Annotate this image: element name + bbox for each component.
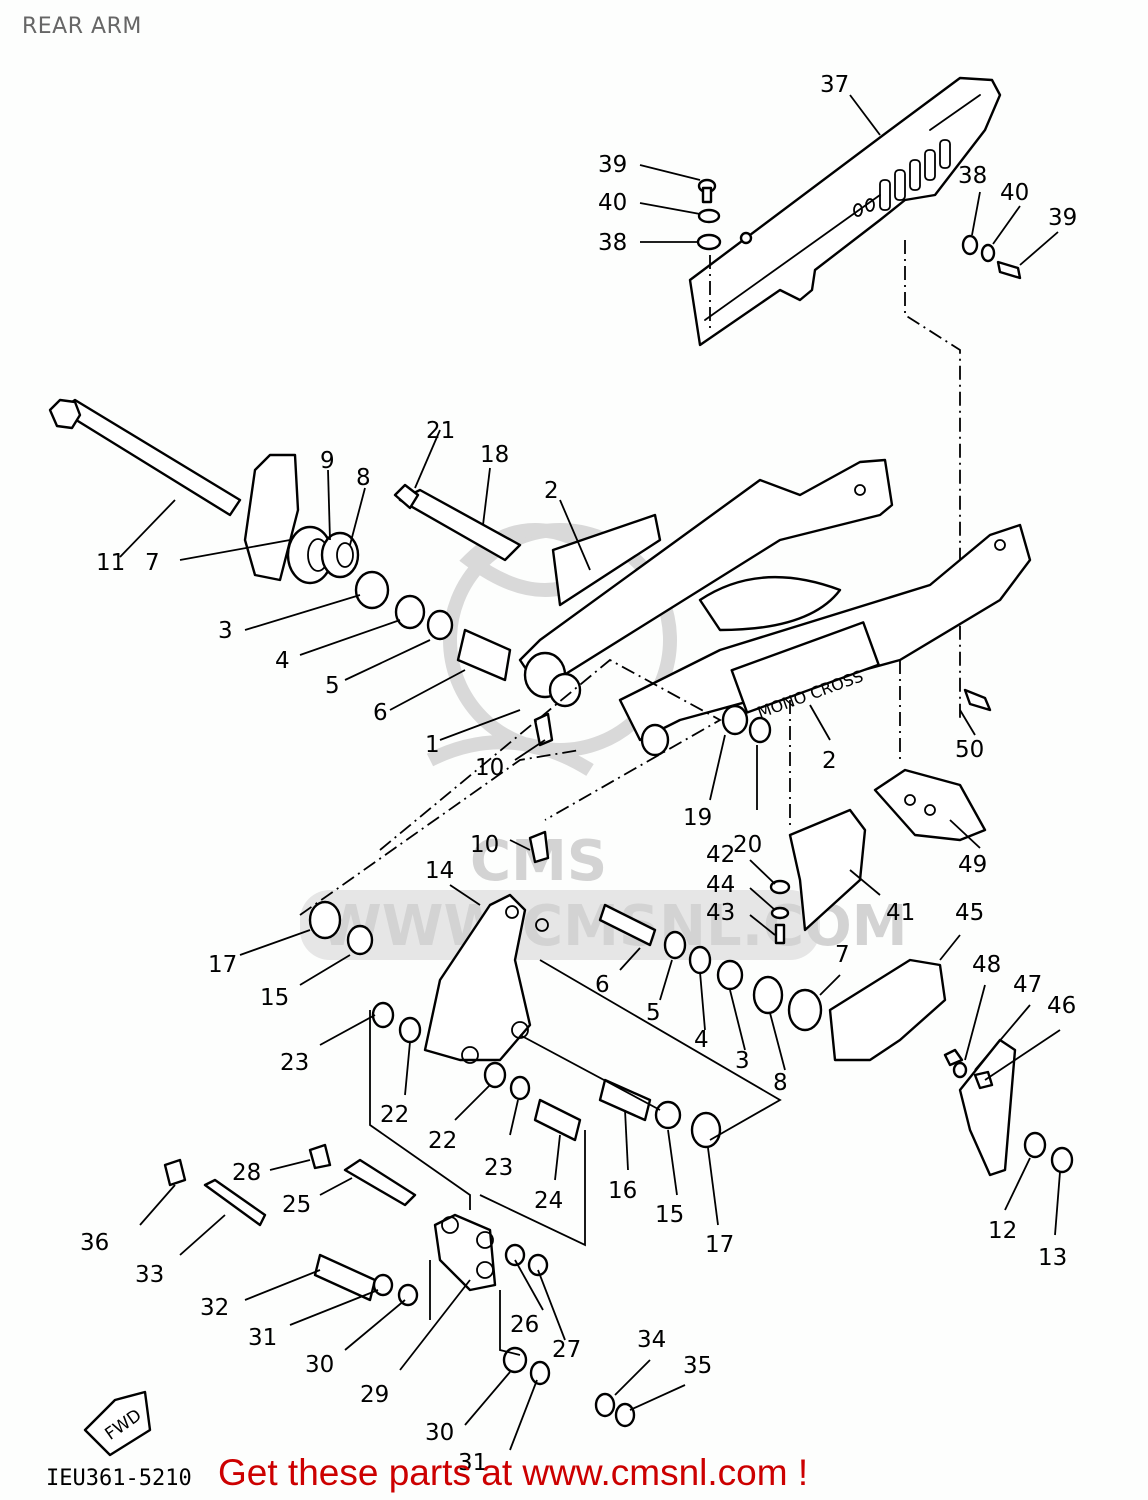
callout-15: 15 [655,1202,684,1228]
callout-labels: 37 39 40 38 38 40 39 21 18 9 8 2 11 7 3 … [80,72,1077,1476]
callout-30: 30 [425,1420,454,1446]
callout-32: 32 [200,1295,229,1321]
callout-16: 16 [608,1178,637,1204]
chain-slider [788,808,867,932]
callout-11: 11 [96,550,125,576]
callout-24: 24 [534,1188,563,1214]
callout-22: 22 [380,1102,409,1128]
callout-17: 17 [705,1232,734,1258]
callout-35: 35 [683,1353,712,1379]
callout-6: 6 [595,972,610,998]
small-parts [163,704,1074,1428]
chain-guard-hardware-left [696,178,722,330]
callout-46: 46 [1047,993,1076,1019]
callout-3: 3 [735,1048,750,1074]
callout-17: 17 [208,952,237,978]
callout-29: 29 [360,1382,389,1408]
callout-23: 23 [280,1050,309,1076]
pivot-bushings [286,483,554,864]
callout-leaders [119,94,1061,1451]
pivot-shaft [48,398,300,582]
fwd-arrow-icon: FWD [83,1390,152,1457]
promo-link[interactable]: Get these parts at www.cmsnl.com ! [218,1452,809,1493]
callout-37: 37 [820,72,849,98]
callout-30: 30 [305,1352,334,1378]
callout-48: 48 [972,952,1001,978]
callout-10: 10 [470,832,499,858]
callout-25: 25 [282,1192,311,1218]
callout-2: 2 [544,478,559,504]
callout-21: 21 [426,418,455,444]
callout-31: 31 [248,1325,277,1351]
callout-22: 22 [428,1128,457,1154]
callout-14: 14 [425,858,454,884]
callout-6: 6 [373,700,388,726]
callout-5: 5 [646,1000,661,1026]
callout-49: 49 [958,852,987,878]
callout-20: 20 [733,832,762,858]
callout-19: 19 [683,805,712,831]
connecting-rod [433,1213,497,1292]
callout-13: 13 [1038,1245,1067,1271]
swing-arm: MONO CROSS [518,458,1032,757]
callout-40: 40 [598,190,627,216]
callout-45: 45 [955,900,984,926]
callout-38: 38 [598,230,627,256]
callout-1: 1 [425,732,440,758]
callout-31: 31 [458,1450,487,1476]
slider-hardware [769,688,994,1090]
callout-41: 41 [886,900,915,926]
callout-8: 8 [773,1070,788,1096]
callout-26: 26 [510,1312,539,1338]
callout-42: 42 [706,842,735,868]
callout-33: 33 [135,1262,164,1288]
callout-47: 47 [1013,972,1042,998]
callout-27: 27 [552,1337,581,1363]
callout-2: 2 [822,748,837,774]
callout-10: 10 [475,755,504,781]
callout-9: 9 [320,448,335,474]
callout-34: 34 [637,1327,666,1353]
callout-12: 12 [988,1218,1017,1244]
chain-guard [688,76,1002,347]
page-title: REAR ARM [22,14,142,39]
callout-23: 23 [484,1155,513,1181]
callout-40: 40 [1000,180,1029,206]
relay-arm [423,893,549,1064]
callout-39: 39 [598,152,627,178]
callout-4: 4 [694,1027,709,1053]
drawing-code: IEU361-5210 [46,1466,192,1491]
callout-36: 36 [80,1230,109,1256]
assembly-lines [299,658,901,1356]
callout-3: 3 [218,618,233,644]
callout-18: 18 [480,442,509,468]
callout-44: 44 [706,872,735,898]
chain-guard-hardware-right [904,234,1022,720]
callout-39: 39 [1048,205,1077,231]
callout-28: 28 [232,1160,261,1186]
callout-7: 7 [145,550,160,576]
callout-38: 38 [958,163,987,189]
callout-4: 4 [275,648,290,674]
callout-43: 43 [706,900,735,926]
callout-8: 8 [356,465,371,491]
callout-7: 7 [835,942,850,968]
chain-guide [828,958,1017,1177]
chain-puller [873,768,987,842]
callout-50: 50 [955,737,984,763]
callout-15: 15 [260,985,289,1011]
callout-5: 5 [325,673,340,699]
